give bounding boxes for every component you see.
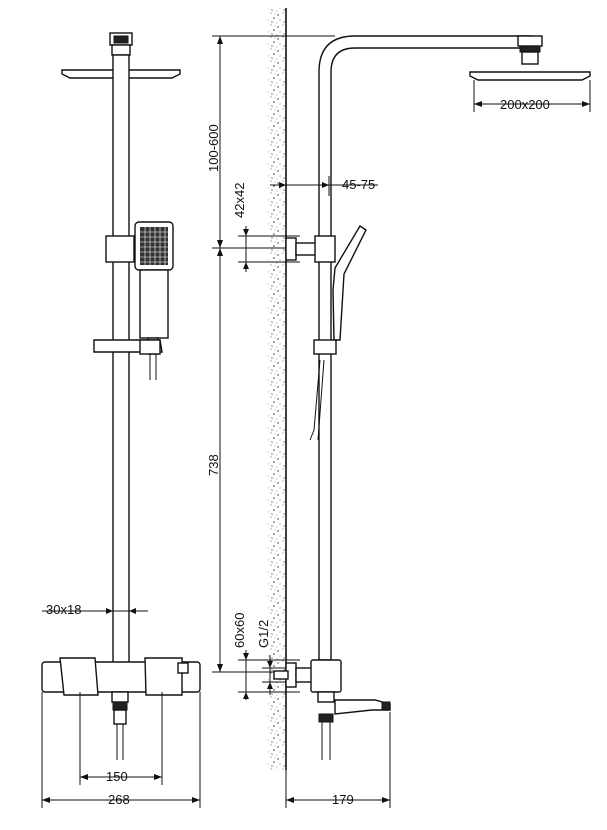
head-size-label: 200x200: [500, 97, 550, 112]
shower-head-side: [469, 71, 591, 81]
hand-shower-side: [332, 225, 367, 341]
bottom-hose-front: [116, 724, 124, 760]
bottom-outlet-nut-front: [112, 701, 128, 711]
wall-bracket-front: [105, 235, 135, 263]
bracket-clamp-side: [314, 235, 336, 263]
front-view: [41, 32, 201, 760]
inlet-thread-label: G1/2: [256, 620, 271, 648]
right-handle-cap-front: [177, 662, 189, 674]
spout-projection-label: 179: [332, 792, 354, 807]
head-connector-nut-side: [519, 45, 541, 53]
wall-arm-upper-side: [295, 242, 317, 256]
slider-holder-side: [313, 339, 337, 355]
side-view: [273, 35, 591, 760]
hose-front: [149, 354, 157, 380]
valve-size-label: 60x60: [232, 613, 247, 648]
head-collar-front: [111, 44, 131, 56]
inlet-centres-label: 150: [106, 769, 128, 784]
bottom-hose-side: [321, 722, 331, 760]
side-vertical-dimensions: [212, 35, 335, 700]
hand-shower-handle-front: [139, 269, 169, 339]
head-connector-nut-front: [113, 35, 129, 44]
rail-length-label: 738: [206, 454, 221, 476]
wall-plate-upper-side: [285, 237, 297, 261]
slider-clip-front: [139, 339, 161, 355]
riser-arm-side: [318, 35, 533, 661]
left-control-handle-front: [59, 657, 99, 696]
hand-shower-face-front: [140, 227, 168, 265]
riser-rail-front: [112, 54, 130, 666]
bottom-outlet-body-front: [113, 709, 127, 725]
front-dimension-lines: [41, 608, 201, 808]
valve-connector-side: [295, 667, 313, 683]
valve-bottom-outlet-side: [317, 691, 335, 703]
head-height-range-label: 100-600: [206, 124, 221, 172]
side-horizontal-dimensions: [270, 80, 591, 808]
wall-section: [268, 8, 286, 770]
hand-shower-nozzles-front: [140, 227, 168, 265]
head-connector-side: [517, 35, 543, 47]
valve-width-label: 268: [108, 792, 130, 807]
hose-side: [309, 359, 325, 441]
valve-bottom-nut-side: [318, 713, 334, 723]
right-control-handle-front: [144, 657, 183, 696]
pipe-section-label: 30x18: [46, 602, 81, 617]
valve-body-side: [310, 659, 342, 693]
inlet-pipe-side: [273, 670, 289, 680]
spout-tip-side: [381, 701, 391, 711]
bottom-outlet-front: [111, 691, 129, 703]
arm-projection-label: 45-75: [342, 177, 375, 192]
head-collar-side: [521, 51, 539, 65]
bracket-size-label: 42x42: [232, 183, 247, 218]
